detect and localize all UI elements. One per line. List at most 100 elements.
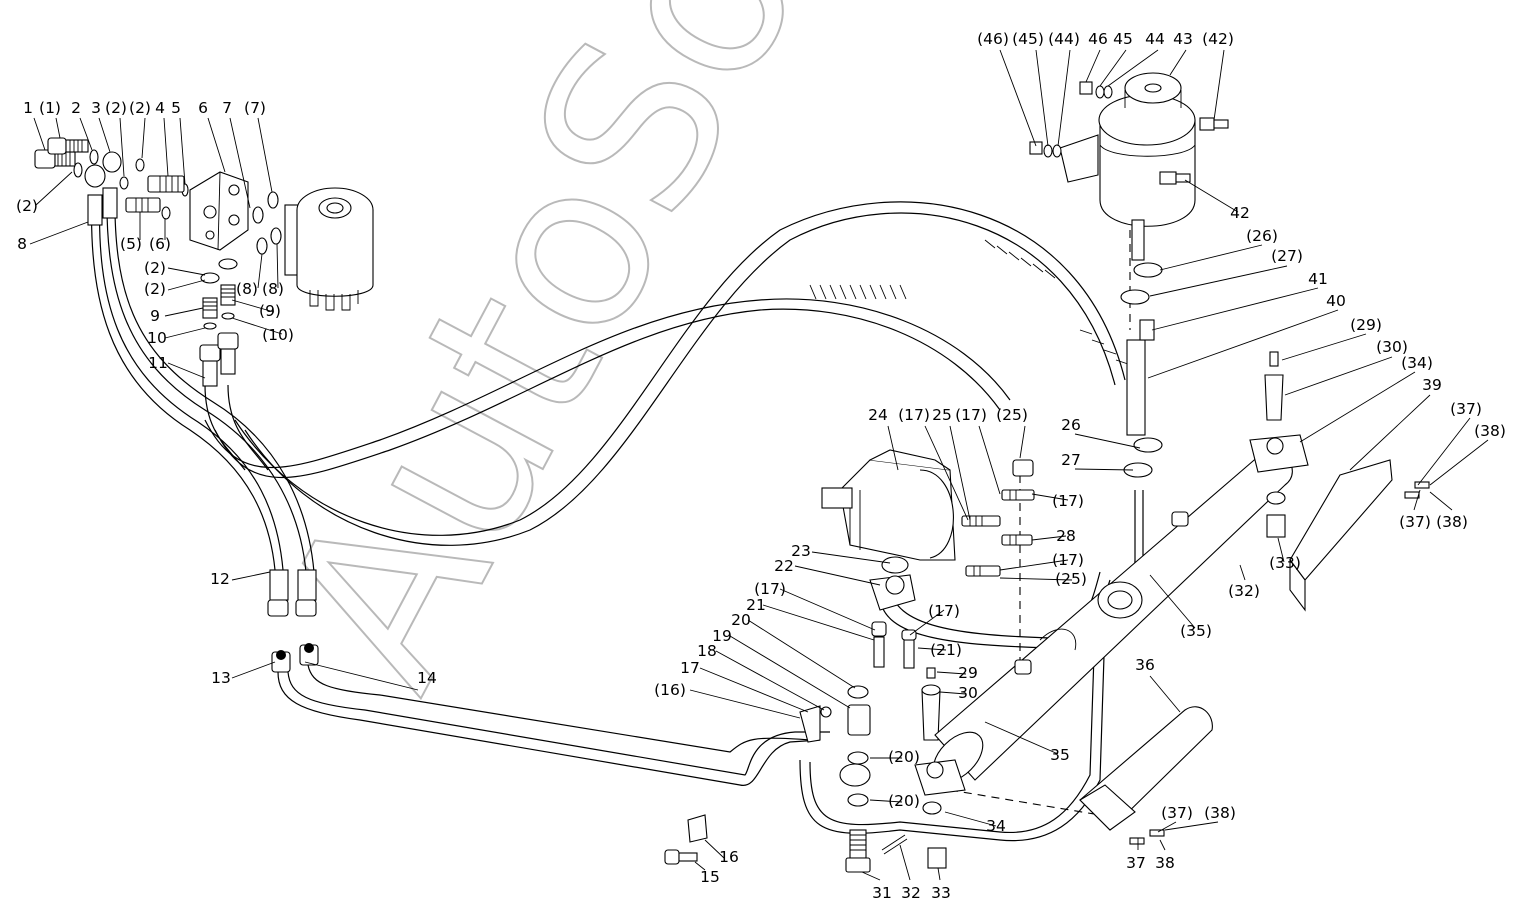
part-label: (2) — [105, 99, 127, 117]
part-label: 44 — [1145, 30, 1165, 48]
part-label: 36 — [1135, 656, 1155, 674]
part-label: (30) — [1376, 338, 1408, 356]
part-label: (46) — [977, 30, 1009, 48]
part-label: (37) — [1399, 513, 1431, 531]
part-label: (2) — [144, 280, 166, 298]
part-label: 46 — [1088, 30, 1108, 48]
part-label: 31 — [872, 884, 892, 902]
part-label: 33 — [931, 884, 951, 902]
part-label: 9 — [150, 307, 160, 325]
part-label: (20) — [888, 748, 920, 766]
part-label: (17) — [754, 580, 786, 598]
part-label: 2 — [71, 99, 81, 117]
part-label: (10) — [262, 326, 294, 344]
part-label: (7) — [244, 99, 266, 117]
part-label: (16) — [654, 681, 686, 699]
guards — [1079, 459, 1430, 845]
part-label: (34) — [1401, 354, 1433, 372]
pump-group — [664, 449, 1035, 873]
part-label: (25) — [996, 406, 1028, 424]
part-label: 7 — [222, 99, 232, 117]
part-label: 42 — [1230, 204, 1250, 222]
part-label: (38) — [1204, 804, 1236, 822]
part-label: (21) — [930, 641, 962, 659]
part-label: 40 — [1326, 292, 1346, 310]
part-label: (42) — [1202, 30, 1234, 48]
part-label: (38) — [1474, 422, 1506, 440]
part-label: (38) — [1436, 513, 1468, 531]
part-label: (32) — [1228, 582, 1260, 600]
part-label: 30 — [958, 684, 978, 702]
part-label: 22 — [774, 557, 794, 575]
watermark: AutoSoft — [233, 0, 933, 726]
part-label: (9) — [259, 302, 281, 320]
part-label: 26 — [1061, 416, 1081, 434]
part-label: (17) — [1052, 551, 1084, 569]
part-label: (27) — [1271, 247, 1303, 265]
part-label: (2) — [16, 197, 38, 215]
leader-lines — [29, 49, 1489, 881]
part-label: (17) — [898, 406, 930, 424]
part-label: 5 — [171, 99, 181, 117]
part-label: (44) — [1048, 30, 1080, 48]
part-label: 28 — [1056, 527, 1076, 545]
part-label: 13 — [211, 669, 231, 687]
part-label: 15 — [700, 868, 720, 886]
part-label: (17) — [1052, 492, 1084, 510]
part-label: 38 — [1155, 854, 1175, 872]
part-label: 8 — [17, 235, 27, 253]
part-label: 32 — [901, 884, 921, 902]
fittings-group-left — [34, 137, 374, 673]
part-label: (2) — [129, 99, 151, 117]
part-label: 20 — [731, 611, 751, 629]
part-label: (17) — [955, 406, 987, 424]
part-label: 3 — [91, 99, 101, 117]
alignment-lines — [949, 230, 1131, 816]
part-label: 34 — [986, 817, 1006, 835]
part-label: (26) — [1246, 227, 1278, 245]
part-label: 18 — [697, 642, 717, 660]
part-label: 10 — [147, 329, 167, 347]
part-label: (5) — [120, 235, 142, 253]
part-label: 1 — [23, 99, 33, 117]
part-label: (25) — [1055, 570, 1087, 588]
part-label: (8) — [262, 280, 284, 298]
part-label: (6) — [149, 235, 171, 253]
part-label: (33) — [1269, 554, 1301, 572]
part-label: (8) — [236, 280, 258, 298]
part-label: 19 — [712, 627, 732, 645]
part-label: 24 — [868, 406, 888, 424]
part-label: 11 — [148, 354, 168, 372]
part-label: 39 — [1422, 376, 1442, 394]
part-label: 27 — [1061, 451, 1081, 469]
steering-cylinder — [914, 351, 1309, 796]
part-label: 37 — [1126, 854, 1146, 872]
part-label: (37) — [1161, 804, 1193, 822]
part-label: 14 — [417, 669, 437, 687]
part-label: (37) — [1450, 400, 1482, 418]
reservoir — [1012, 72, 1229, 675]
part-label: 6 — [198, 99, 208, 117]
part-label: 12 — [210, 570, 230, 588]
part-label: (1) — [39, 99, 61, 117]
part-label: (2) — [144, 259, 166, 277]
part-label: 43 — [1173, 30, 1193, 48]
part-label: (35) — [1180, 622, 1212, 640]
part-label: 35 — [1050, 746, 1070, 764]
part-label: 16 — [719, 848, 739, 866]
part-label: (20) — [888, 792, 920, 810]
part-label: (45) — [1012, 30, 1044, 48]
part-label: 29 — [958, 664, 978, 682]
part-label: (29) — [1350, 316, 1382, 334]
part-label: 17 — [680, 659, 700, 677]
part-label: 45 — [1113, 30, 1133, 48]
part-label: 21 — [746, 596, 766, 614]
part-label: 4 — [155, 99, 165, 117]
part-label: (17) — [928, 602, 960, 620]
part-label: 41 — [1308, 270, 1328, 288]
part-label: 25 — [932, 406, 952, 424]
part-label: 23 — [791, 542, 811, 560]
